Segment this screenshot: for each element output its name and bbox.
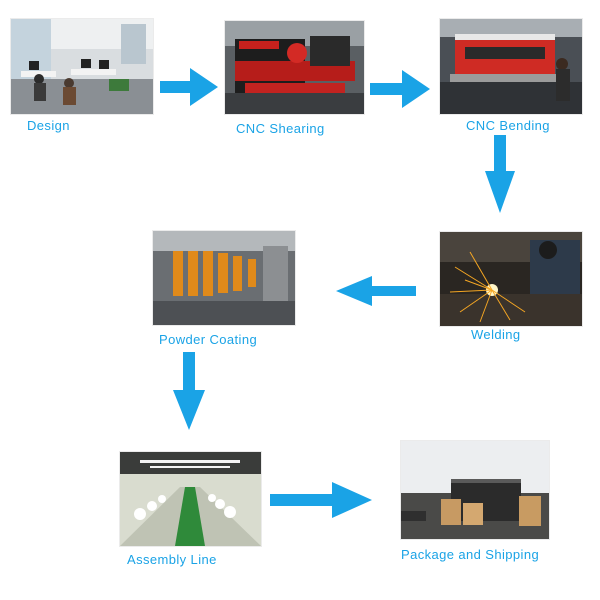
step-label: Powder Coating (159, 332, 258, 347)
arrow-left-icon (336, 276, 416, 306)
step-label: Assembly Line (127, 552, 217, 567)
cnc-bending-photo (440, 19, 582, 114)
design-photo (11, 19, 153, 114)
assembly-line-photo (120, 452, 261, 546)
arrow-right-icon (160, 68, 218, 106)
arrow-right-icon (370, 70, 430, 108)
powder-coating-photo (153, 231, 295, 325)
step-label: Welding (471, 327, 521, 342)
step-label: CNC Bending (466, 118, 550, 133)
arrow-down-icon (173, 352, 205, 430)
arrow-right-icon (270, 482, 372, 518)
arrow-down-icon (485, 135, 515, 213)
step-label: CNC Shearing (236, 121, 325, 136)
package-shipping-photo (401, 441, 549, 539)
cnc-shearing-photo (225, 21, 364, 114)
step-label: Design (27, 118, 70, 133)
step-label: Package and Shipping (401, 547, 540, 562)
welding-photo (440, 232, 582, 326)
